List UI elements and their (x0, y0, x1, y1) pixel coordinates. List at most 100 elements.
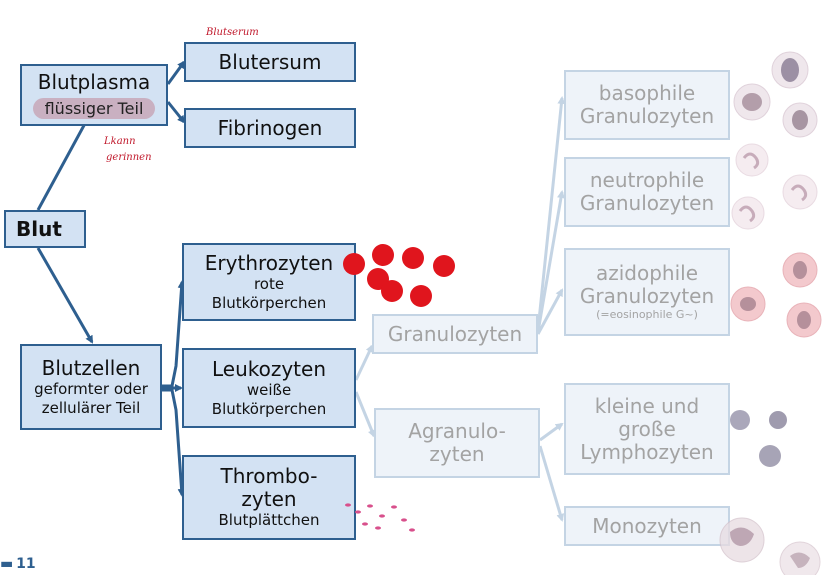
lymphocyte-cells-illustration (730, 410, 787, 467)
monocyte-cells-illustration (719, 517, 821, 575)
platelets-illustration (345, 503, 415, 532)
leukozyten-line2: Blutkörperchen (211, 399, 327, 418)
granulozyten-box: Granulozyten (372, 314, 538, 354)
erythrocyte-icon (433, 255, 455, 277)
eosinophil-cells-illustration (730, 252, 822, 338)
neutrophil-cell-icon (735, 143, 769, 177)
basophil-nucleus-icon (781, 58, 799, 82)
thrombozyten-box: Thrombo- zyten Blutplättchen (182, 455, 356, 540)
platelet-icon (401, 518, 407, 522)
blutplasma-title: Blutplasma (37, 70, 151, 94)
basophile-line1: basophile (598, 81, 696, 105)
thrombozyten-line1: Thrombo- (220, 464, 318, 489)
blutzellen-line1: geformter oder (34, 380, 148, 399)
arrow-leuko-to-granulo (354, 344, 374, 381)
neutrophile-box: neutrophile Granulozyten (564, 157, 730, 227)
arrow-agranulo-to-lympho (539, 422, 564, 442)
erythrocyte-icon (372, 244, 394, 266)
neutrophile-line2: Granulozyten (579, 191, 715, 215)
arrow-plasma-to-blutersum (166, 60, 186, 85)
arrow-plasma-to-fibrinogen (166, 101, 186, 124)
blutplasma-box: Blutplasma flüssiger Teil (20, 64, 168, 126)
monocyte-nucleus-icon (790, 552, 810, 568)
annotation-kann-text: kann (110, 136, 136, 147)
blutzellen-title: Blutzellen (41, 356, 141, 381)
erythrocyte-icon (402, 247, 424, 269)
monocyte-nucleus-icon (730, 527, 754, 546)
basophile-box: basophile Granulozyten (564, 70, 730, 140)
annotation-gerinnen: gerinnen (106, 152, 152, 163)
platelet-icon (367, 504, 373, 508)
neutrophile-line1: neutrophile (589, 168, 705, 192)
lymphozyten-line2: große (618, 416, 676, 441)
erythrocyte-icon (343, 253, 365, 275)
lymphocyte-cell-icon (769, 411, 787, 429)
platelet-icon (375, 526, 381, 530)
azidophile-line1: azidophile (595, 261, 699, 286)
arrow-blut-to-blutplasma (36, 116, 90, 211)
page-number: 11 (16, 556, 36, 572)
platelet-icon (391, 505, 397, 509)
erythrocyte-icon (410, 285, 432, 307)
leukozyten-line1: weiße (246, 381, 292, 400)
basophil-nucleus-icon (742, 93, 762, 111)
neutrophil-nucleus-icon (738, 205, 756, 223)
arrow-leuko-to-agranulo (354, 391, 376, 438)
monozyten-box: Monozyten (564, 506, 730, 546)
blutersum-label: Blutersum (218, 49, 322, 74)
arrow-granulo-to-azidophile (536, 288, 564, 335)
fibrinogen-label: Fibrinogen (217, 115, 323, 140)
arrow-zellen-to-thrombo (162, 388, 186, 497)
azidophile-line3: (=eosinophile G~) (596, 308, 698, 322)
azidophile-box: azidophile Granulozyten (=eosinophile G~… (564, 248, 730, 336)
neutrophil-cells-illustration (731, 143, 818, 230)
neutrophil-cell-icon (782, 174, 818, 210)
neutrophil-nucleus-icon (742, 152, 760, 170)
lymphozyten-box: kleine und große Lymphozyten (564, 383, 730, 475)
agranulozyten-box: Agranulo- zyten (374, 408, 540, 478)
arrow-granulo-to-basophile (536, 96, 566, 331)
annotation-kann-bracket: L (104, 136, 111, 147)
blutzellen-box: Blutzellen geformter oder zellulärer Tei… (20, 344, 162, 430)
basophil-cells-illustration (733, 51, 818, 138)
agranulozyten-line2: zyten (429, 442, 485, 466)
platelet-icon (362, 522, 368, 526)
arrow-zellen-to-erythro (162, 280, 186, 388)
footer-logo-mark: ▬ (0, 556, 13, 572)
erythrozyten-line1: rote (253, 275, 285, 294)
eosinophil-nucleus-icon (797, 311, 811, 329)
lymphozyten-line1: kleine und (594, 393, 700, 418)
azidophile-line2: Granulozyten (579, 284, 715, 309)
platelet-icon (345, 503, 351, 507)
agranulozyten-line1: Agranulo- (408, 419, 506, 443)
platelet-icon (379, 514, 385, 518)
leukozyten-box: Leukozyten weiße Blutkörperchen (182, 348, 356, 428)
lymphocyte-cell-icon (730, 410, 750, 430)
lymphozyten-line3: Lymphozyten (580, 439, 714, 464)
basophile-line2: Granulozyten (579, 104, 715, 128)
blutzellen-line2: zellulärer Teil (41, 398, 141, 417)
blut-label: Blut (16, 216, 62, 241)
fibrinogen-box: Fibrinogen (184, 108, 356, 148)
arrow-blut-to-blutzellen (36, 247, 94, 344)
annotation-blutserum: Blutserum (206, 27, 259, 38)
blut-box: Blut (4, 210, 86, 248)
eosinophil-nucleus-icon (793, 261, 807, 279)
neutrophil-nucleus-icon (790, 184, 808, 202)
platelet-icon (409, 528, 415, 532)
eosinophil-nucleus-icon (740, 297, 756, 311)
blutersum-box: Blutersum (184, 42, 356, 82)
granulozyten-label: Granulozyten (387, 321, 523, 346)
arrow-granulo-to-neutrophile (536, 190, 565, 333)
erythrozyten-box: Erythrozyten rote Blutkörperchen (182, 243, 356, 321)
arrow-agranulo-to-mono (538, 445, 565, 522)
thrombozyten-line2: zyten (241, 487, 297, 512)
basophil-nucleus-icon (792, 110, 808, 130)
platelet-icon (355, 510, 361, 514)
thrombozyten-sub: Blutplättchen (218, 511, 320, 530)
erythrozyten-line2: Blutkörperchen (211, 293, 327, 312)
footer-page-number: ▬ 11 (0, 556, 36, 572)
annotation-kann: Lkann (104, 136, 136, 147)
lymphocyte-cell-icon (759, 445, 781, 467)
